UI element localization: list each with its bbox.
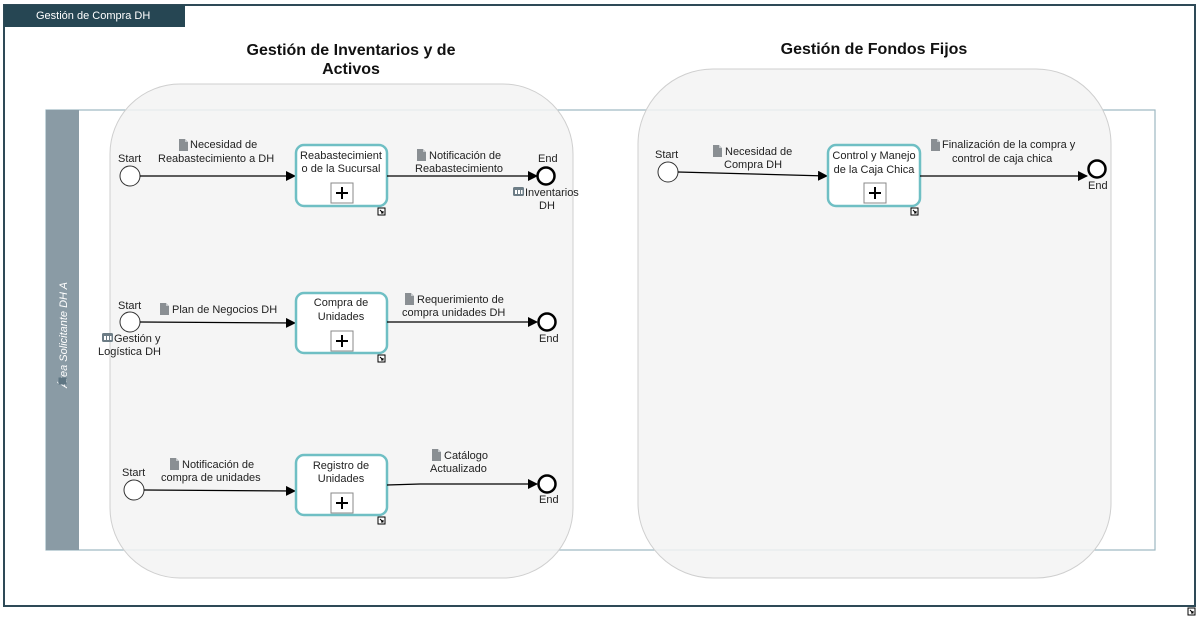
document-icon (432, 449, 441, 461)
swimlane-label: Área Solicitante DH A (57, 282, 70, 389)
output-doc-line1: Notificación de (429, 150, 501, 162)
group-inventarios-title-line2: Activos (322, 61, 380, 78)
task-label-line1: Registro de (313, 460, 369, 472)
input-doc-line1: Necesidad de (725, 146, 792, 158)
plus-icon (336, 497, 348, 509)
database-icon (513, 187, 524, 196)
swimlane-header[interactable] (46, 110, 79, 550)
output-doc-line2: control de caja chica (952, 153, 1053, 165)
output-doc-line1: Finalización de la compra y (942, 139, 1076, 151)
system-line2: DH (539, 200, 555, 212)
task-label-line1: Compra de (314, 297, 368, 309)
output-doc-line2: Reabastecimiento (415, 163, 503, 175)
output-doc-line1: Requerimiento de (417, 294, 504, 306)
link-icon[interactable] (377, 207, 386, 216)
start-label: Start (122, 467, 145, 479)
diagram-tab[interactable]: Gestión de Compra DH (4, 5, 185, 27)
flow-compra-unidades: Start Gestión y Logística DH Plan de Neg… (98, 291, 559, 363)
input-doc-line2: compra de unidades (161, 472, 261, 484)
system-line2: Logística DH (98, 346, 161, 358)
end-label: End (1088, 180, 1108, 192)
plus-icon (336, 187, 348, 199)
output-doc-line2: compra unidades DH (402, 307, 505, 319)
document-icon (179, 139, 188, 151)
sequence-flow[interactable] (139, 317, 296, 328)
start-event[interactable] (123, 479, 145, 501)
database-icon (102, 333, 113, 342)
end-label: End (539, 494, 559, 506)
start-event[interactable] (657, 161, 679, 183)
input-doc-line1: Notificación de (182, 459, 254, 471)
frame-link-icon[interactable] (1187, 607, 1196, 616)
flow-caja-chica: Start Necesidad de Compra DH Control y M… (655, 139, 1108, 216)
end-label: End (539, 333, 559, 345)
system-line1: Gestión y (114, 333, 161, 345)
start-event[interactable] (119, 165, 141, 187)
sequence-flow[interactable] (143, 485, 296, 496)
sequence-flow[interactable] (386, 479, 538, 489)
flow-reabastecimiento: Start Necesidad de Reabastecimiento a DH… (118, 139, 579, 216)
plus-icon (336, 335, 348, 347)
group-fondos-fijos[interactable] (637, 68, 1112, 579)
document-icon (713, 145, 722, 157)
end-event[interactable] (537, 474, 557, 494)
document-icon (170, 458, 179, 470)
end-event[interactable] (536, 166, 556, 186)
start-label: Start (655, 149, 678, 161)
sequence-flow[interactable] (677, 170, 828, 181)
input-doc: Plan de Negocios DH (172, 304, 277, 316)
flow-registro-unidades: Start Notificación de compra de unidades… (122, 449, 559, 525)
output-doc-line2: Actualizado (430, 463, 487, 475)
task-label-line1: Reabastecimient (300, 150, 382, 162)
link-icon[interactable] (377, 516, 386, 525)
output-doc-line1: Catálogo (444, 450, 488, 462)
plus-icon (869, 187, 881, 199)
start-event[interactable] (119, 311, 141, 333)
link-icon[interactable] (377, 354, 386, 363)
document-icon (417, 149, 426, 161)
group-fondos-title: Gestión de Fondos Fijos (781, 41, 968, 58)
document-icon (405, 293, 414, 305)
task-label-line2: o de la Sucursal (302, 163, 381, 175)
diagram-tab-title: Gestión de Compra DH (36, 10, 150, 22)
end-event[interactable] (1087, 159, 1107, 179)
lane-icon (58, 377, 67, 385)
task-label-line1: Control y Manejo (832, 150, 915, 162)
start-label: Start (118, 300, 141, 312)
link-icon[interactable] (910, 207, 919, 216)
start-label: Start (118, 153, 141, 165)
task-label-line2: Unidades (318, 311, 365, 323)
document-icon (931, 139, 940, 151)
input-doc-line2: Compra DH (724, 159, 782, 171)
task-compra-unidades[interactable] (294, 291, 389, 355)
document-icon (160, 303, 169, 315)
group-inventarios-title-line1: Gestión de Inventarios y de (247, 42, 456, 59)
end-event[interactable] (537, 312, 557, 332)
task-label-line2: de la Caja Chica (834, 164, 916, 176)
end-label: End (538, 153, 558, 165)
input-doc-line2: Reabastecimiento a DH (158, 153, 274, 165)
task-label-line2: Unidades (318, 473, 365, 485)
system-line1: Inventarios (525, 187, 579, 199)
input-doc-line1: Necesidad de (190, 139, 257, 151)
